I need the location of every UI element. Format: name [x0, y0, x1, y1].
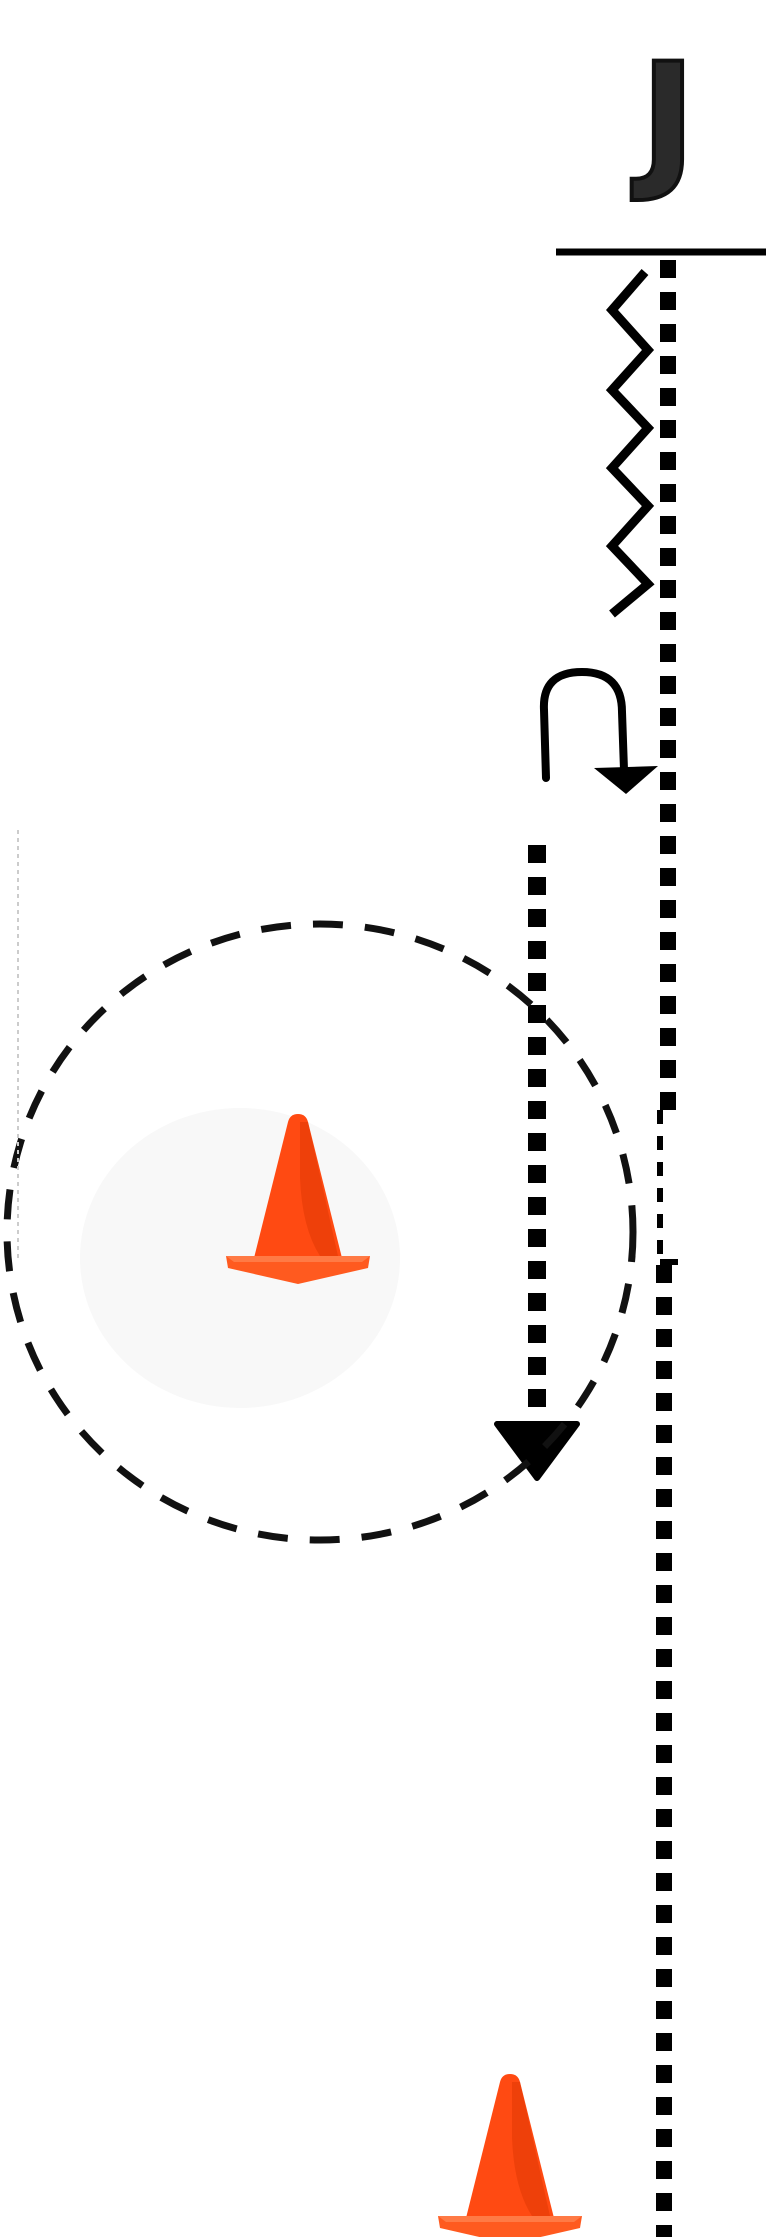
zigzag-path-icon [612, 272, 648, 614]
station-letter: J [631, 32, 696, 206]
traffic-cone-icon [438, 2074, 582, 2237]
u-turn-arrow-icon [544, 672, 658, 794]
down-arrow-icon [497, 845, 577, 1478]
